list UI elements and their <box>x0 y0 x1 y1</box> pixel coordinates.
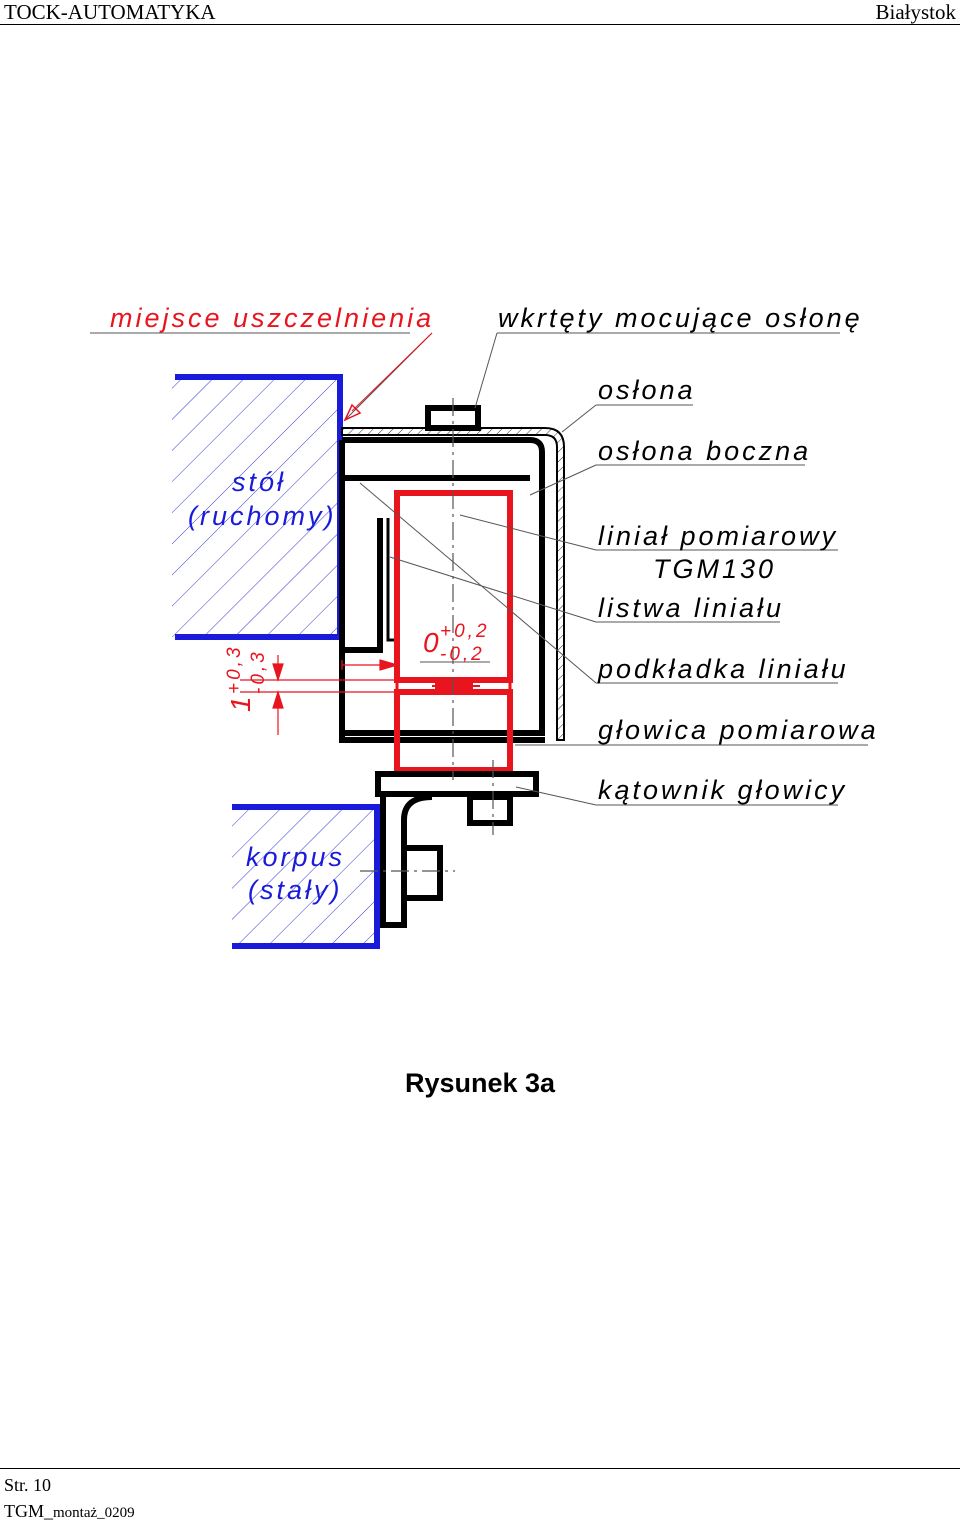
label-scale-pad: podkładka liniału <box>597 654 849 684</box>
dim-gap-plus: +0,3 <box>224 644 245 694</box>
label-table-line1: stół <box>232 467 286 497</box>
label-body-line1: korpus <box>246 842 345 872</box>
label-scale-strip: listwa liniału <box>598 593 784 623</box>
label-body-line2: (stały) <box>248 875 343 905</box>
dim-gap-minus: -0,3 <box>248 649 269 694</box>
label-cover: osłona <box>598 375 696 405</box>
footer-file-name: TGM_montaż_0209 <box>4 1501 135 1522</box>
label-seal-point: miejsce uszczelnienia <box>110 303 434 333</box>
dimension-gap <box>240 655 400 735</box>
figure-caption: Rysunek 3a <box>404 1068 556 1098</box>
label-read-head: głowica pomiarowa <box>598 715 879 745</box>
label-scale-line2: TGM130 <box>653 554 776 584</box>
cover-profile <box>339 405 565 743</box>
dim-offset-nominal: 0 <box>423 627 442 658</box>
leader-lines <box>90 332 868 806</box>
footer-file-small: montaż_0209 <box>53 1505 135 1521</box>
header-city: Białystok <box>875 0 956 24</box>
body-section <box>232 804 380 949</box>
header-company: TOCK-AUTOMATYKA <box>4 0 216 24</box>
label-scale-line1: liniał pomiarowy <box>598 521 838 551</box>
label-table-line2: (ruchomy) <box>188 501 337 531</box>
footer-file-main: TGM_ <box>4 1501 53 1521</box>
dim-offset-group: 0 +0,2 -0,2 <box>423 621 490 665</box>
dim-gap-nominal: 1 <box>225 693 256 712</box>
footer-page-number: Str. 10 <box>4 1475 52 1495</box>
dim-gap-group: 1 +0,3 -0,3 <box>224 644 269 712</box>
label-side-cover: osłona boczna <box>598 436 811 466</box>
label-head-bracket: kątownik głowicy <box>598 775 847 805</box>
dim-offset-plus: +0,2 <box>440 621 490 642</box>
page-footer: Str. 10 TGM_montaż_0209 <box>0 1468 960 1521</box>
center-lines <box>360 398 494 872</box>
label-screws: wkrtęty mocujące osłonę <box>498 303 863 333</box>
head-bracket <box>375 771 539 928</box>
page-header: TOCK-AUTOMATYKA Białystok <box>0 0 960 25</box>
dim-offset-minus: -0,2 <box>440 644 485 665</box>
